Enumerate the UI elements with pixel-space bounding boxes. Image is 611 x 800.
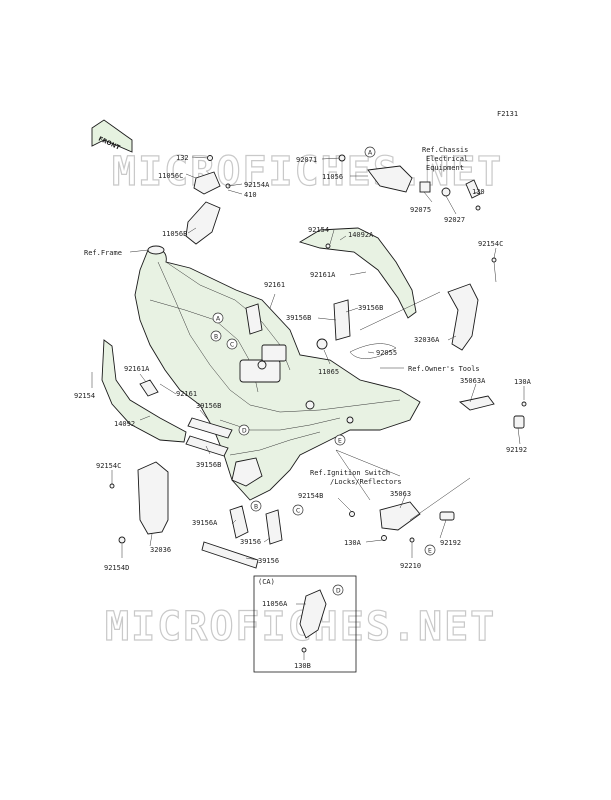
part-39156-a: 39156	[240, 538, 261, 546]
inset-label: (CA)	[258, 578, 275, 586]
circle-ref-D-frame: D	[242, 428, 247, 435]
figure-id: F2131	[497, 110, 518, 118]
ref-chassis-line2: Electrical	[426, 155, 468, 163]
bracket-35063	[349, 501, 455, 543]
circle-ref-D-inset: D	[336, 588, 341, 595]
part-11056B: 11056B	[162, 230, 187, 238]
watermark-bottom: MICROFICHES.NET	[105, 604, 496, 650]
circle-ref-A-top: A	[368, 150, 373, 157]
part-130: 130	[472, 188, 485, 196]
part-92055: 92055	[376, 349, 397, 357]
part-39156B-a: 39156B	[358, 304, 383, 312]
leader-lines	[91, 156, 525, 660]
circle-ref-B-pad: B	[254, 504, 258, 511]
bracket-11056B	[185, 183, 231, 245]
circle-ref-E-bracket: E	[428, 548, 432, 555]
part-35063A: 35063A	[460, 377, 486, 385]
part-11065: 11065	[318, 368, 339, 376]
circle-ref-B-frame: B	[214, 334, 218, 341]
main-frame	[134, 245, 421, 501]
part-32036A: 32036A	[414, 336, 440, 344]
pad-39156B-a	[333, 299, 351, 341]
part-92210: 92210	[400, 562, 421, 570]
part-92161-top: 92161	[264, 281, 285, 289]
circle-ref-E-frame: E	[338, 438, 342, 445]
part-11056C: 11056C	[158, 172, 183, 180]
part-39156-b: 39156	[258, 557, 279, 565]
part-92154D: 92154D	[104, 564, 129, 572]
part-130A-right: 130A	[514, 378, 532, 386]
pad-92161A-l	[139, 379, 159, 397]
part-39156B-b: 39156B	[286, 314, 311, 322]
part-39156B-c: 39156B	[196, 402, 221, 410]
part-92192-right: 92192	[506, 446, 527, 454]
ref-owners-tools: Ref.Owner's Tools	[408, 365, 480, 373]
watermark-top: MICROFICHES.NET	[112, 149, 503, 195]
part-92154C-left: 92154C	[96, 462, 121, 470]
circle-ref-C-frame: C	[230, 342, 234, 349]
part-39156B-d: 39156B	[196, 461, 221, 469]
part-92027: 92027	[444, 216, 465, 224]
part-92161A-right: 92161A	[310, 271, 336, 279]
part-130A-mid: 130A	[344, 539, 362, 547]
inset-CA	[253, 575, 357, 673]
part-11056: 11056	[322, 173, 343, 181]
part-92154: 92154	[308, 226, 329, 234]
pad-39156-a	[265, 509, 283, 545]
part-92154C-right: 92154C	[478, 240, 503, 248]
part-35063: 35063	[390, 490, 411, 498]
part-92161-left: 92161	[176, 390, 197, 398]
circle-ref-A-frame: A	[216, 316, 221, 323]
part-32036: 32036	[150, 546, 171, 554]
part-410: 410	[244, 191, 257, 199]
bracket-32036	[109, 461, 169, 544]
part-14092A: 14092A	[348, 231, 374, 239]
reference-labels: Ref.Chassis Electrical Equipment Ref.Fra…	[84, 146, 480, 586]
part-130B: 130B	[294, 662, 311, 670]
part-number-labels: 132 11056C 92154A 410 11056B 92071 11056…	[74, 154, 532, 670]
pad-39156B-c	[187, 417, 233, 439]
ref-chassis-line1: Ref.Chassis	[422, 146, 468, 154]
side-cover-14092	[101, 339, 187, 443]
part-11065	[316, 338, 328, 350]
part-92154B: 92154B	[298, 492, 323, 500]
bracket-35063A	[458, 395, 527, 429]
part-14092: 14092	[114, 420, 135, 428]
part-11056A: 11056A	[262, 600, 288, 608]
pad-39156B-b	[245, 303, 263, 335]
part-92154-left: 92154	[74, 392, 95, 400]
part-92071: 92071	[296, 156, 317, 164]
circle-ref-C-pad: C	[296, 508, 300, 515]
side-cover-14092A	[298, 227, 417, 319]
pad-39156B-d	[185, 435, 229, 457]
ref-ignition-line1: Ref.Ignition Switch	[310, 469, 390, 477]
part-39156A: 39156A	[192, 519, 218, 527]
part-132: 132	[176, 154, 189, 162]
pad-39156-b	[201, 541, 259, 569]
ref-frame: Ref.Frame	[84, 249, 122, 257]
bracket-11056	[338, 154, 481, 211]
ref-chassis-line3: Equipment	[426, 164, 464, 172]
ref-ignition-line2: /Locks/Reflectors	[330, 478, 402, 486]
circle-markers: A A B C D E B C E D	[210, 146, 436, 596]
pad-39156A	[229, 505, 249, 539]
part-92192-mid: 92192	[440, 539, 461, 547]
part-92154A: 92154A	[244, 181, 270, 189]
part-92075: 92075	[410, 206, 431, 214]
part-92161A-left: 92161A	[124, 365, 150, 373]
bracket-11056C	[193, 155, 221, 195]
front-arrow: FRONT	[91, 119, 133, 153]
